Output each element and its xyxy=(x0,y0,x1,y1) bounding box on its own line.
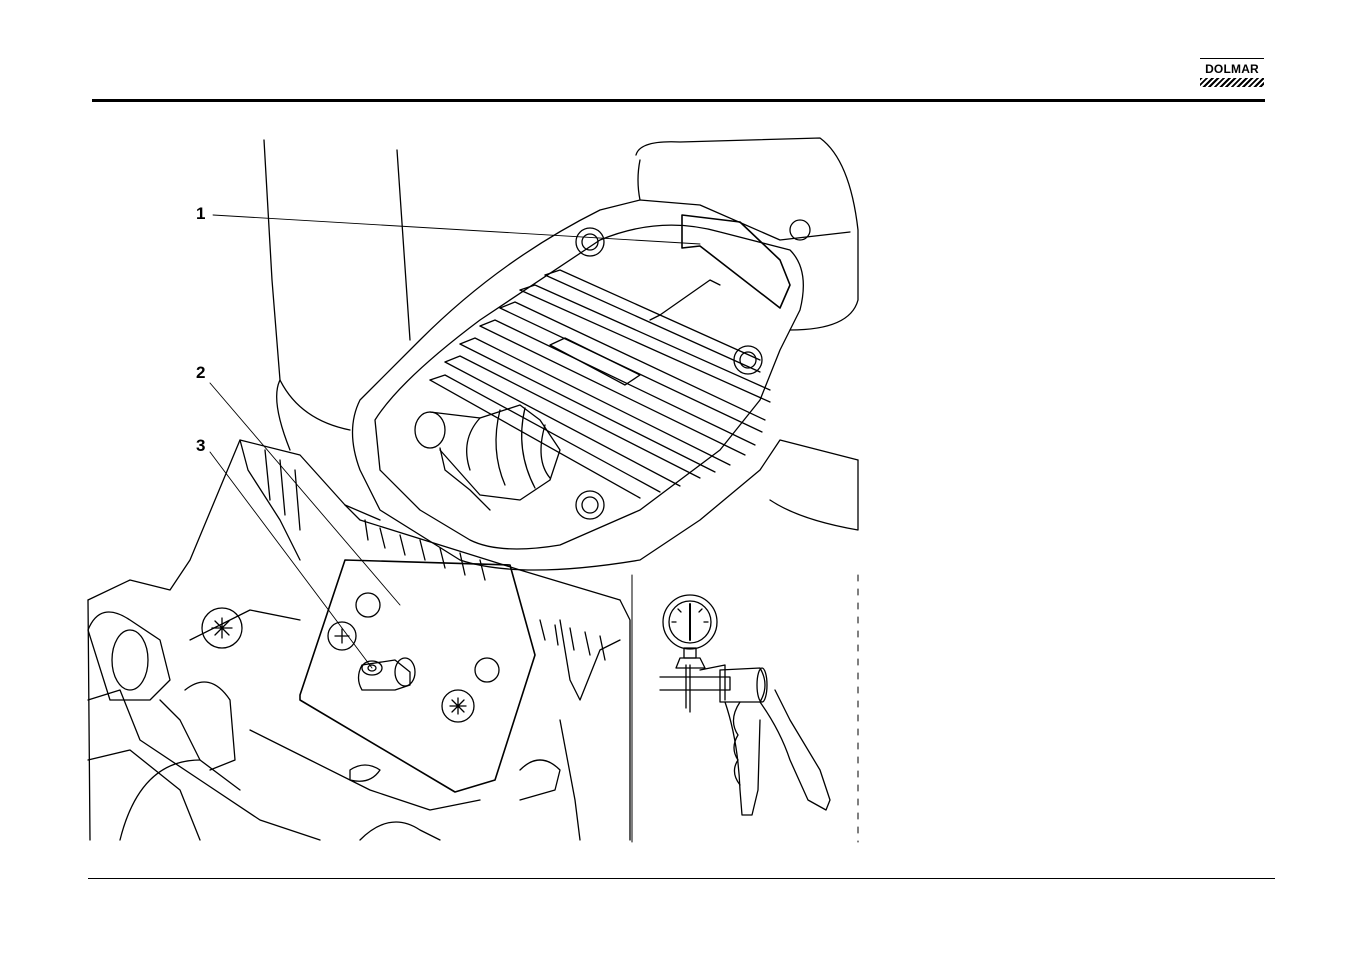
callout-2: 2 xyxy=(196,363,205,383)
housing-lines xyxy=(264,140,410,450)
gasket-plate xyxy=(682,215,790,308)
spark-plug xyxy=(415,405,560,510)
callout-1: 1 xyxy=(196,204,205,224)
lower-housing xyxy=(88,440,630,840)
callout-leaders xyxy=(210,215,700,668)
inset-border xyxy=(632,575,858,842)
hose-nipple xyxy=(359,658,416,690)
adapter-plate xyxy=(300,560,535,792)
vacuum-pump-icon xyxy=(660,595,830,815)
cylinder-head xyxy=(353,138,859,570)
callout-3: 3 xyxy=(196,436,205,456)
